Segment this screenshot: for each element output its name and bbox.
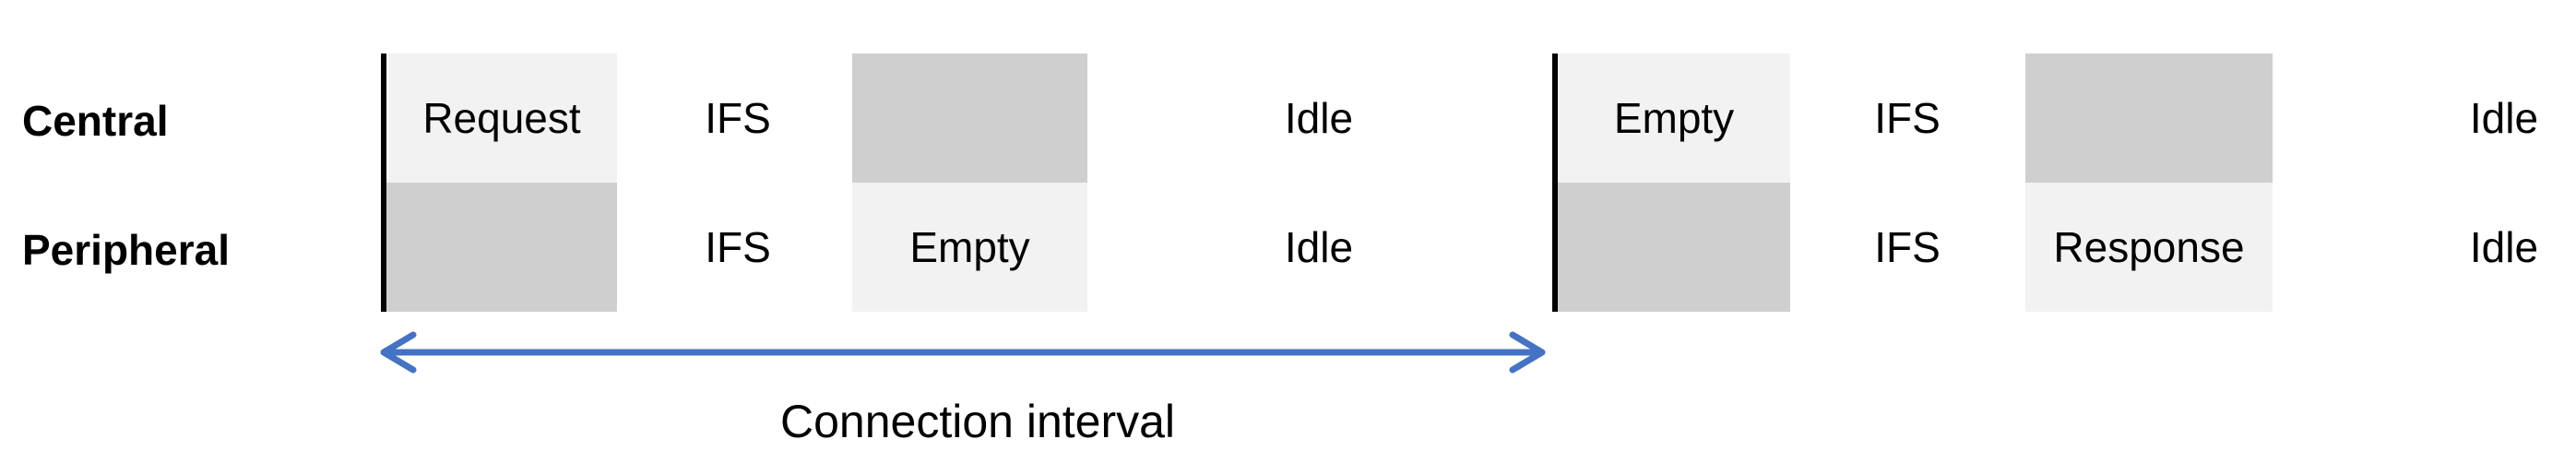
cycle2-central-idle: Idle xyxy=(2469,94,2539,142)
connection-interval-label: Connection interval xyxy=(779,396,1176,447)
cycle2-peripheral-idle: Idle xyxy=(2469,223,2539,271)
cycle2-central-ifs: IFS xyxy=(1874,94,1941,142)
cycle1-central-request-packet: Request xyxy=(386,53,617,183)
peripheral-row-label: Peripheral xyxy=(22,226,230,274)
cycle2-peripheral-ifs: IFS xyxy=(1874,223,1941,271)
connection-interval-arrow-left-head xyxy=(380,331,417,374)
cycle1-start-marker xyxy=(381,53,386,312)
cycle1-peripheral-idle: Idle xyxy=(1284,223,1354,271)
cycle2-start-marker xyxy=(1552,53,1558,312)
cycle1-central-ifs: IFS xyxy=(705,94,771,142)
cycle2-peripheral-receive-slot xyxy=(1558,183,1790,312)
cycle2-central-receive-slot xyxy=(2025,53,2273,183)
cycle1-central-idle: Idle xyxy=(1284,94,1354,142)
connection-interval-arrow-right-head xyxy=(1509,331,1546,374)
cycle1-peripheral-receive-slot xyxy=(386,183,617,312)
cycle1-central-receive-slot xyxy=(852,53,1087,183)
cycle1-peripheral-empty-packet: Empty xyxy=(852,183,1087,312)
cycle1-peripheral-ifs: IFS xyxy=(705,223,771,271)
cycle2-central-empty-packet: Empty xyxy=(1558,53,1790,183)
central-row-label: Central xyxy=(22,97,169,145)
connection-interval-arrow xyxy=(380,331,1546,374)
cycle2-peripheral-response-packet: Response xyxy=(2025,183,2273,312)
